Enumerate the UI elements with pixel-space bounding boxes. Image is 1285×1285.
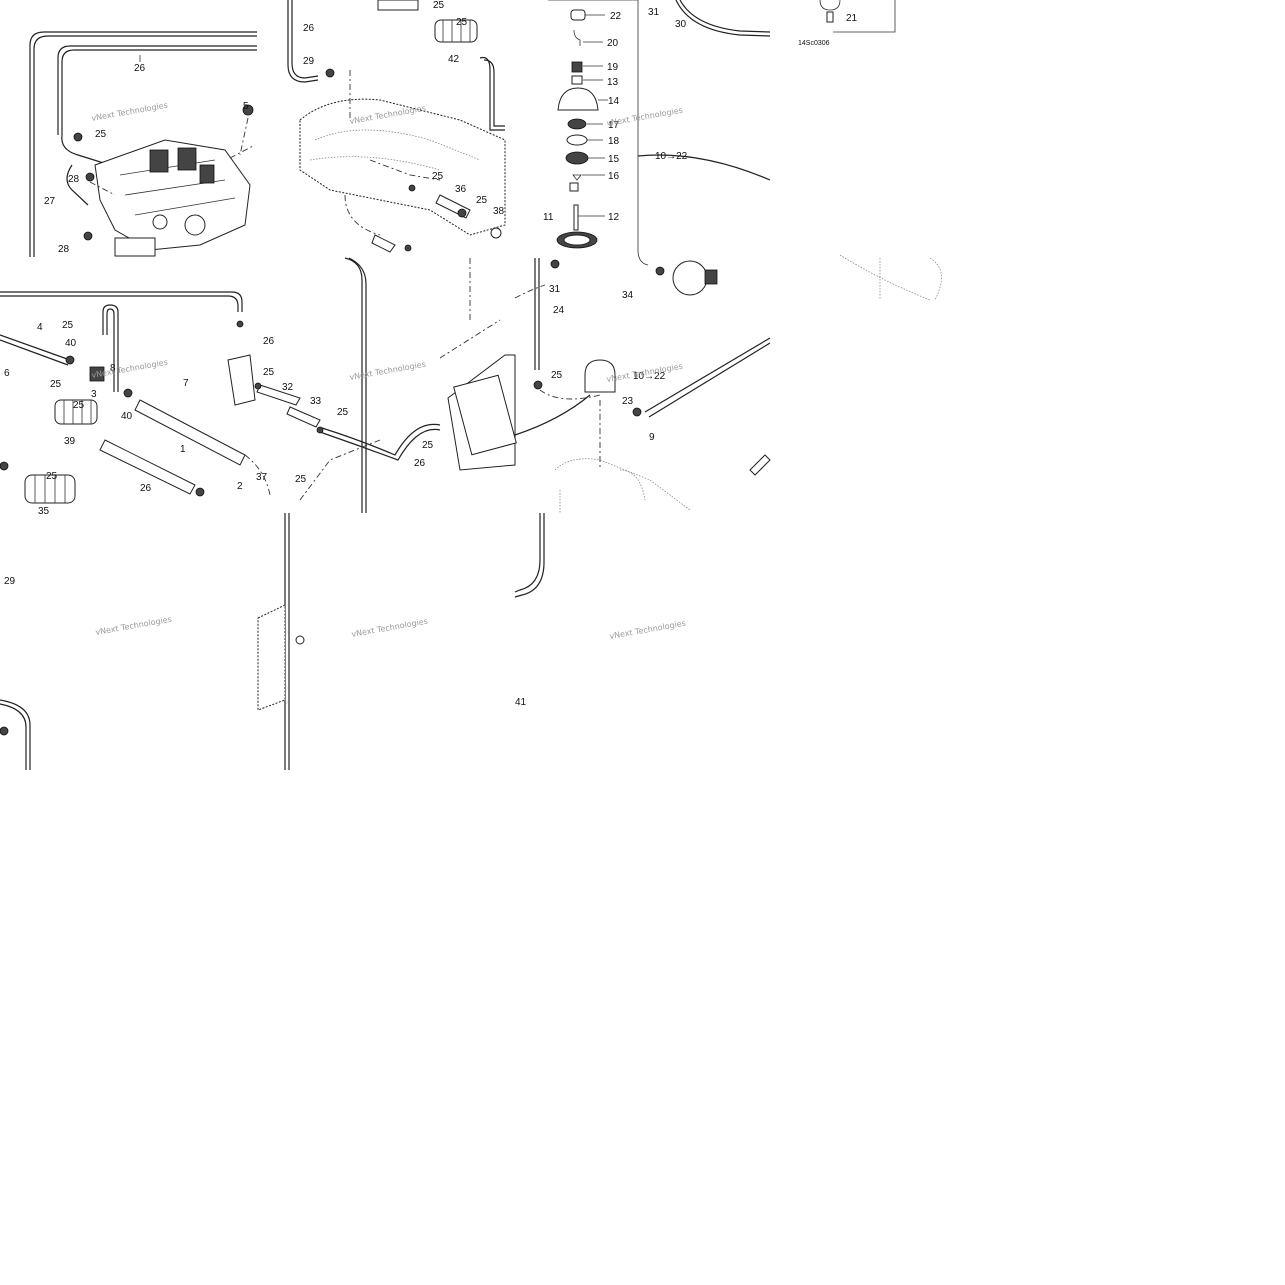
watermark-text: vNext Technologies [609, 619, 687, 641]
callout-label: 28 [68, 174, 80, 185]
diagram-code: 14Sc0306 [798, 40, 830, 47]
callout-label: 35 [38, 506, 50, 517]
callout-label: 36 [455, 184, 467, 195]
callout-label: 8 [110, 363, 116, 374]
callout-label: 20 [607, 38, 619, 49]
callout-label: 13 [607, 77, 619, 88]
callout-label: 17 [608, 120, 620, 131]
callout-label: 40 [65, 338, 77, 349]
callout-label: 21 [846, 13, 858, 24]
tile-lower-middle [254, 257, 517, 513]
callout-label: 16 [608, 171, 620, 182]
callout-label: 26 [303, 23, 315, 34]
callout-label: 27 [44, 196, 56, 207]
pump-frame [447, 354, 517, 471]
callout-label: 26 [414, 458, 426, 469]
callout-label: 29 [303, 56, 315, 67]
callout-label: 25 [456, 17, 468, 28]
callout-label: 7 [183, 378, 189, 389]
callout-label: 26 [134, 63, 146, 74]
callout-label: 11 [543, 212, 554, 223]
callout-label: 25 [263, 367, 275, 378]
filter-canister-39 [54, 399, 98, 425]
tile-lower-left [0, 291, 271, 504]
tile-lower-right [514, 258, 771, 513]
callout-label: 25 [46, 471, 58, 482]
callout-label: 42 [448, 54, 460, 65]
callout-label: 26 [140, 483, 152, 494]
filter-canister [434, 19, 478, 43]
callout-label: 38 [493, 206, 505, 217]
callout-labels: 22 20 19 13 14 17 18 15 16 11 12 31 30 2… [4, 0, 858, 708]
tile-bottom [0, 513, 545, 770]
coolant-reservoir [584, 260, 718, 393]
callout-label: 25 [433, 0, 445, 11]
callout-label: 10→22 [655, 151, 688, 162]
callout-label: 2 [237, 481, 243, 492]
watermark-text: vNext Technologies [91, 358, 169, 380]
callout-label: 25 [73, 400, 85, 411]
callout-label: 15 [608, 154, 620, 165]
callout-label: 9 [649, 432, 655, 443]
callout-label: 25 [422, 440, 434, 451]
callout-label: 25 [50, 379, 62, 390]
watermark-text: vNext Technologies [349, 360, 427, 382]
filter-canister-35 [24, 474, 76, 504]
callout-label: 30 [675, 19, 687, 30]
callout-label: 37 [256, 472, 268, 483]
callout-label: 14 [608, 96, 620, 107]
tile-pump-housing [287, 0, 506, 253]
watermark-text: vNext Technologies [91, 101, 169, 123]
callout-label: 40 [121, 411, 133, 422]
callout-label: 28 [58, 244, 70, 255]
callout-label: 25 [337, 407, 349, 418]
callout-label: 26 [263, 336, 275, 347]
callout-label: 22 [610, 11, 622, 22]
callout-label: 10→22 [633, 371, 666, 382]
callout-label: 33 [310, 396, 322, 407]
callout-label: 25 [551, 370, 563, 381]
callout-label: 31 [549, 284, 561, 295]
callout-label: 25 [62, 320, 74, 331]
callout-label: 25 [476, 195, 488, 206]
tile-upper-right [675, 0, 942, 301]
callout-label: 5 [243, 101, 249, 112]
watermark-text: vNext Technologies [606, 106, 684, 128]
callout-label: 6 [4, 368, 10, 379]
callout-label: 34 [622, 290, 634, 301]
callout-label: 25 [95, 129, 107, 140]
tile-engine [29, 31, 257, 257]
callout-label: 19 [607, 62, 619, 73]
callout-label: 31 [648, 7, 660, 18]
callout-label: 39 [64, 436, 76, 447]
callout-label: 41 [515, 697, 527, 708]
engine-block [94, 139, 251, 257]
callout-label: 25 [432, 171, 444, 182]
callout-label: 24 [553, 305, 565, 316]
callout-label: 29 [4, 576, 16, 587]
callout-label: 4 [37, 322, 43, 333]
callout-label: 3 [91, 389, 97, 400]
callout-label: 12 [608, 212, 620, 223]
watermark-text: vNext Technologies [351, 617, 429, 639]
callout-label: 1 [180, 444, 186, 455]
callout-label: 32 [282, 382, 294, 393]
tile-reservoir-cap [548, 0, 771, 266]
watermark-text: vNext Technologies [95, 615, 173, 637]
callout-label: 23 [622, 396, 634, 407]
callout-label: 25 [295, 474, 307, 485]
callout-label: 18 [608, 136, 620, 147]
